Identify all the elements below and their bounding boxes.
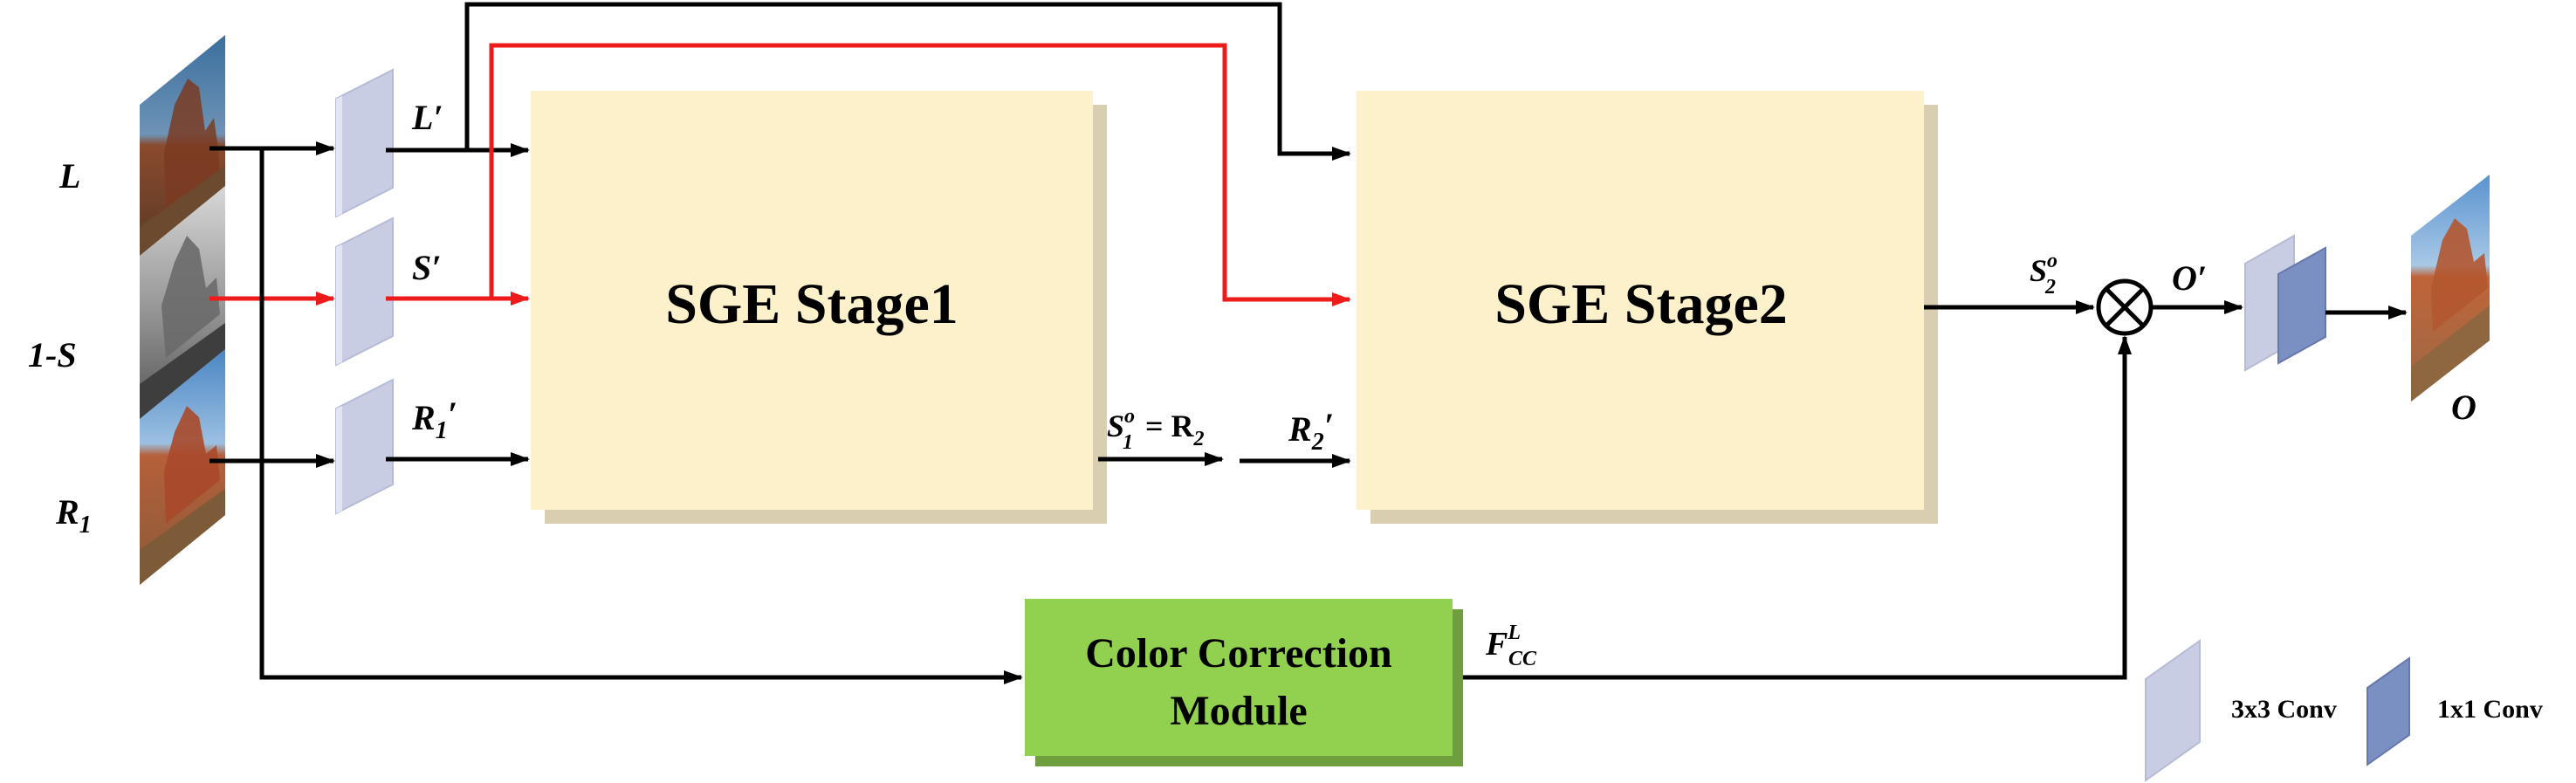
input-label-l: L (58, 156, 80, 196)
arrow-lprime-to-stage2 (464, 2, 1351, 161)
input-label-r1: R1 (55, 492, 92, 539)
feature-label-lprime: L′ (411, 98, 443, 137)
conv3-block-r1 (335, 378, 394, 515)
legend: 3x3 Conv 1x1 Conv (2145, 639, 2543, 782)
feature-label-sprime: S′ (412, 248, 442, 287)
output-label-o: O (2451, 388, 2476, 427)
legend-conv1-swatch (2366, 656, 2410, 766)
feature-label-r1prime: R1′ (411, 395, 457, 444)
sge-stage2: SGE Stage2 (1357, 91, 1938, 524)
legend-conv3-label: 3x3 Conv (2231, 695, 2337, 724)
legend-conv1-label: 1x1 Conv (2437, 695, 2543, 724)
conv3-block-l (335, 68, 394, 218)
arrow-l-to-color-correction (259, 148, 1023, 684)
color-correction-line2: Module (1170, 688, 1307, 734)
input-image-s (140, 186, 225, 419)
o-prime-label: O′ (2172, 258, 2207, 298)
stage2-input-label: R2′ (1288, 406, 1334, 456)
sge-stage1: SGE Stage1 (531, 91, 1107, 524)
color-correction-module: Color Correction Module (1025, 599, 1463, 766)
input-image-r1 (140, 349, 225, 585)
input-label-s: 1-S (28, 335, 77, 374)
output-conv1-block (2277, 246, 2326, 365)
input-image-l (140, 35, 225, 256)
arrow-sprime-to-stage2 (489, 43, 1351, 306)
conv3-block-s (335, 216, 394, 367)
output-image-o (2411, 175, 2490, 402)
arrow-color-correction-to-multiply (1455, 335, 2132, 680)
legend-conv3-swatch (2145, 639, 2201, 782)
sge-stage2-title: SGE Stage2 (1494, 272, 1788, 336)
color-correction-line1: Color Correction (1085, 630, 1391, 677)
multiply-node (2096, 278, 2154, 336)
sge-stage1-title: SGE Stage1 (665, 272, 958, 336)
